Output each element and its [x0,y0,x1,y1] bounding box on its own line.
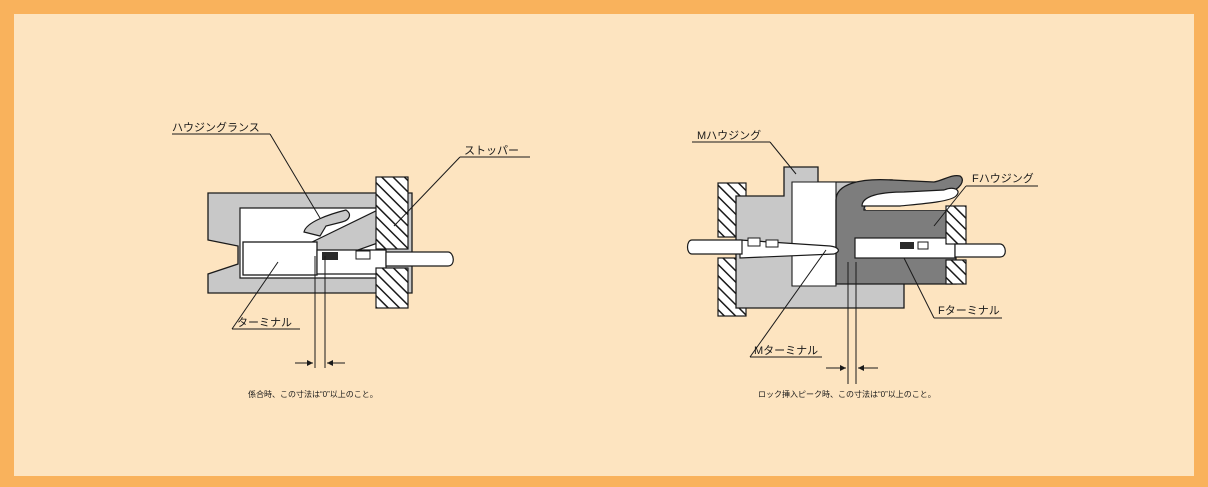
leader-f-housing [933,185,967,227]
label-m-housing: Mハウジング [697,128,761,142]
right-connector-diagram: Mハウジング Fハウジング Fターミナル Mターミナル ロック挿入ピーク時、この… [686,128,1038,399]
m-wire [686,239,743,255]
left-caption: 係合時、この寸法は“0”以上のこと。 [248,389,378,399]
left-wire [385,251,454,267]
f-wire [954,243,1006,258]
label-terminal: ターミナル [237,316,292,329]
m-terminal-crimp-a [747,237,761,247]
left-dimension-arrowhead-b [327,360,333,366]
right-dimension-arrowhead-b [858,365,864,371]
f-panel-upper [945,205,967,245]
m-housing-inner [791,181,837,287]
left-terminal-contact [322,252,338,260]
right-caption: ロック挿入ピーク時、この寸法は“0”以上のこと。 [758,389,936,399]
label-m-terminal: Mターミナル [754,344,818,357]
label-stopper: ストッパー [464,144,519,157]
left-stopper-upper [375,176,409,250]
label-f-housing: Fハウジング [972,171,1034,185]
left-terminal-body [242,241,318,276]
leader-m-housing [769,141,797,175]
label-housing-lance: ハウジングランス [172,120,260,134]
label-f-terminal: Fターミナル [938,304,1000,317]
leader-terminal [231,261,279,330]
f-terminal-contact [900,242,914,249]
f-terminal-barrel [917,241,929,250]
left-lance-hook [303,209,351,237]
leader-stopper [393,156,461,227]
left-dimension-arrowhead-a [307,360,313,366]
left-terminal-barrel [355,250,371,260]
left-connector-diagram: ハウジングランス ストッパー ターミナル 係合時、この寸法は“0”以上のこと。 [172,120,530,399]
left-stopper-lower [375,267,409,309]
right-dimension-arrowhead-a [840,365,846,371]
leader-housing-lance [269,133,321,219]
leader-m-terminal [749,249,827,358]
m-terminal-crimp-b [765,239,779,248]
leader-f-terminal [903,257,935,319]
f-housing-latch-arm [861,187,959,207]
m-terminal-pin [739,239,839,259]
f-panel-lower [945,259,967,285]
